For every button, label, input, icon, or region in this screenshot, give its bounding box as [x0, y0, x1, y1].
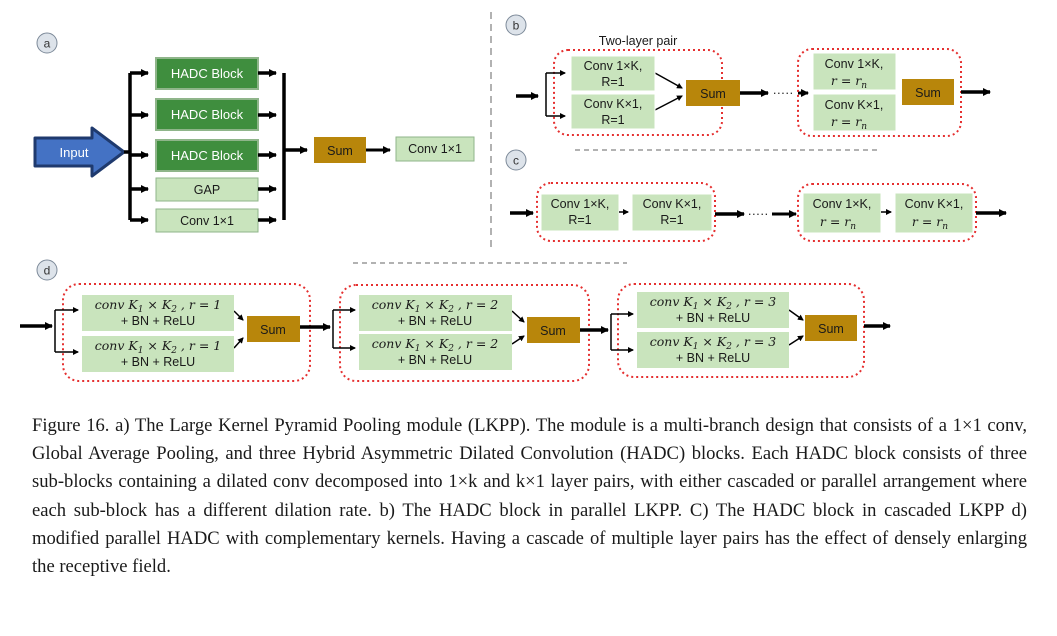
cascade-conv-kx1: [631, 193, 713, 232]
pair-1-conv-kx1: [570, 93, 656, 130]
sum-block-bn: [902, 79, 954, 105]
pair-n-conv-1xk-line1: Conv 1×K,: [825, 57, 884, 71]
panel-a-badge: [36, 32, 58, 54]
group-2-conv-b-line2: + BN + ReLU: [398, 353, 472, 367]
sum-block-d1: [247, 316, 300, 342]
sum-block-a: [314, 137, 366, 163]
group-2-conv-a: [359, 295, 512, 331]
cascade-1-frame: [536, 182, 716, 242]
cascade-n-conv-kx1: [894, 192, 974, 234]
group-2-conv-b: [359, 334, 512, 370]
group-3-conv-a-line2: + BN + ReLU: [676, 311, 750, 325]
sum-label-bn: Sum: [915, 86, 941, 100]
group-1-conv-a-line2: + BN + ReLU: [121, 314, 195, 328]
panel-d-badge: [36, 259, 58, 281]
input-label: Input: [60, 145, 89, 160]
group-3-frame: [617, 283, 865, 378]
hadc-block-1-label: HADC Block: [171, 66, 244, 81]
group-3-conv-a-line1: conv K1 × K2 , r = 3: [650, 294, 777, 312]
group-2-conv-a-line2: + BN + ReLU: [398, 314, 472, 328]
pair-1-conv-1xk-line1: Conv 1×K,: [584, 59, 643, 73]
pair-1-conv-1xk-line2: R=1: [601, 75, 624, 89]
output-conv-block: [395, 136, 475, 162]
panel-c-label: c: [513, 154, 519, 168]
sum-label-b1: Sum: [700, 87, 726, 101]
panel-b-badge: [505, 14, 527, 36]
pair-1-conv-kx1-line2: R=1: [601, 113, 624, 127]
cascade-conv-1xk-line1: Conv 1×K,: [551, 197, 610, 211]
sum-label-d2: Sum: [540, 324, 566, 338]
panel-a: a Input HADC Block HADC Block HADC Block…: [33, 32, 475, 233]
cascade-conv-kx1-line1: Conv K×1,: [643, 197, 702, 211]
hadc-block-3-label: HADC Block: [171, 148, 244, 163]
cascade-n-conv-kx1-line1: Conv K×1,: [905, 197, 964, 211]
panel-c: c Conv 1×K, R=1 Conv K×1, R=1 ····· Conv…: [505, 149, 1007, 242]
group-2-conv-a-line1: conv K1 × K2 , r = 2: [372, 297, 499, 315]
cascade-n-conv-1xk: [802, 192, 882, 234]
group-1-conv-b: [82, 336, 234, 372]
cascade-n-conv-kx1-rate: r = rn: [912, 214, 948, 232]
sum-block-b1: [686, 80, 740, 106]
group-1-conv-a: [82, 295, 234, 331]
group-1-conv-b-line1: conv K1 × K2 , r = 1: [95, 338, 221, 356]
conv-label: Conv 1×1: [180, 214, 234, 228]
output-conv-label: Conv 1×1: [408, 142, 462, 156]
cascade-n-conv-1xk-rate: r = rn: [820, 214, 856, 232]
group-3-conv-a: [637, 292, 789, 328]
dots-c: ·····: [748, 207, 769, 221]
pair-n-conv-kx1-line1: Conv K×1,: [825, 98, 884, 112]
input-arrow: [33, 126, 126, 178]
lkpp-diagram: a Input HADC Block HADC Block HADC Block…: [20, 12, 1007, 382]
cascade-conv-kx1-line2: R=1: [660, 213, 683, 227]
panel-c-badge: [505, 149, 527, 171]
sum-label-d3: Sum: [818, 322, 844, 336]
panel-b: b Two-layer pair Conv 1×K, R=1 Conv K×1,…: [505, 14, 991, 137]
group-1-conv-a-line1: conv K1 × K2 , r = 1: [95, 297, 221, 315]
cascade-n-conv-1xk-line1: Conv 1×K,: [813, 197, 872, 211]
dots-b: ·····: [773, 86, 794, 100]
gap-label: GAP: [194, 183, 220, 197]
group-3-conv-b: [637, 332, 789, 368]
two-layer-pair-title: Two-layer pair: [599, 34, 678, 48]
group-3-conv-b-line2: + BN + ReLU: [676, 351, 750, 365]
figure-caption: Figure 16. a) The Large Kernel Pyramid P…: [32, 415, 1027, 578]
pair-n-conv-kx1: [812, 93, 897, 132]
cascade-conv-1xk-line2: R=1: [568, 213, 591, 227]
group-2-conv-b-line1: conv K1 × K2 , r = 2: [372, 336, 499, 354]
hadc-block-2: [155, 98, 259, 131]
cascade-conv-1xk: [540, 193, 620, 232]
panel-d: d conv K1 × K2 , r = 1 + BN + ReLU conv …: [20, 259, 891, 382]
pair-n-conv-1xk: [812, 52, 897, 91]
group-3-conv-b-line1: conv K1 × K2 , r = 3: [650, 334, 777, 352]
pair-n-conv-kx1-rate: r = rn: [831, 114, 867, 132]
sum-block-d3: [805, 315, 857, 341]
pair-n-conv-1xk-rate: r = rn: [831, 73, 867, 91]
group-1-conv-b-line2: + BN + ReLU: [121, 355, 195, 369]
sum-block-d2: [527, 317, 580, 343]
hadc-block-1: [155, 57, 259, 90]
panel-b-label: b: [513, 19, 520, 33]
sum-label-a: Sum: [327, 144, 353, 158]
sum-label-d1: Sum: [260, 323, 286, 337]
hadc-block-2-label: HADC Block: [171, 107, 244, 122]
pair-1-conv-kx1-line1: Conv K×1,: [584, 97, 643, 111]
pair-1-conv-1xk: [570, 55, 656, 92]
panel-a-label: a: [44, 37, 51, 51]
panel-d-label: d: [44, 264, 51, 278]
